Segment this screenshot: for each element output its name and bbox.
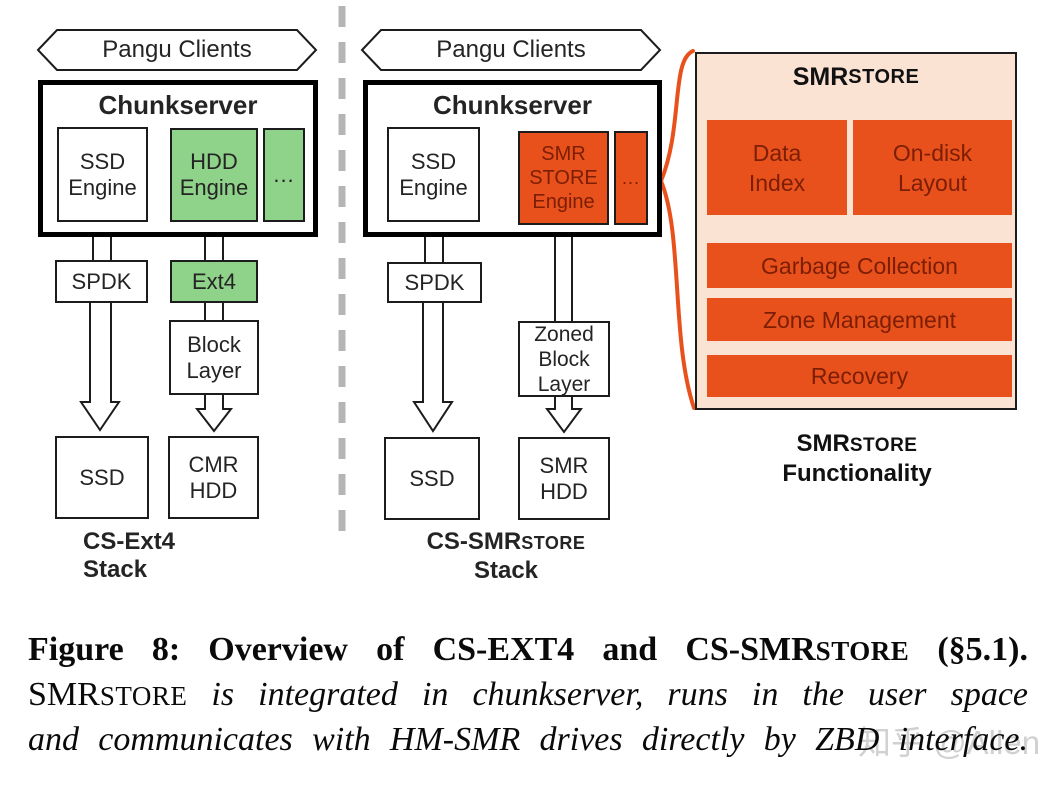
functionality-label-line2: Functionality <box>782 460 932 487</box>
cmr-hdd-label: HDD <box>189 477 238 503</box>
left-chunkserver-title: Chunkserver <box>98 90 258 120</box>
smr-store-engine-label: STORE <box>529 167 598 189</box>
hdd-engine-box: HDD Engine <box>170 128 258 222</box>
connector-overlay <box>36 6 696 540</box>
cs-ext4-stack-label-line2: Stack <box>83 556 148 583</box>
zoned-block-layer-label: Layer <box>537 372 591 396</box>
middle-ssd-engine-label: SSD <box>410 148 457 174</box>
on-disk-layout-label: On-disk <box>892 139 973 166</box>
smr-hdd-label: SMR <box>539 452 589 478</box>
caption-line1-end: (§5.1). <box>909 631 1028 668</box>
left-ssd-box: SSD <box>55 436 149 519</box>
caption-line1: Figure 8: Overview of CS-EXT4 and CS-SMR… <box>28 628 1028 673</box>
middle-ssd-box: SSD <box>384 437 480 520</box>
cs-ext4-stack-label: CS-Ext4 Stack <box>83 528 175 584</box>
caption-line2-smr: SMR <box>28 676 100 713</box>
panel-title-main: SMR <box>792 62 849 91</box>
middle-ssd-engine-label: Engine <box>399 174 468 200</box>
functionality-brace <box>658 49 696 410</box>
arrow-spdk-to-ssd-middle <box>412 300 454 433</box>
zoned-block-layer-label: Block <box>538 347 590 371</box>
ext4-box: Ext4 <box>170 260 258 303</box>
left-ssd-engine-label: Engine <box>68 174 137 200</box>
cmr-hdd-box: CMR HDD <box>168 436 259 519</box>
left-more-engines-box: ... <box>263 128 305 222</box>
block-layer-box: Block Layer <box>169 320 259 395</box>
caption-line1-text: Figure 8: Overview of CS-EXT4 and CS-SMR <box>28 631 816 668</box>
channel-connectors <box>92 234 573 323</box>
left-ssd-engine-box: SSD Engine <box>57 127 148 222</box>
smr-store-engine-label: Engine <box>532 191 595 213</box>
caption-line2: SMRSTORE is integrated in chunkserver, r… <box>28 673 1028 718</box>
block-layer-label: Block <box>187 331 241 357</box>
zoned-block-layer-box: Zoned Block Layer <box>518 321 610 397</box>
smr-store-engine-label: SMR <box>541 143 586 165</box>
caption-line2-smallcaps: STORE <box>99 681 188 711</box>
cs-smrstore-stack-label-line1: CS-SMRSTORE <box>400 528 612 557</box>
caption-line3: and communicates with HM-SMR drives dire… <box>28 721 1028 758</box>
cs-smrstore-main: CS-SMR <box>426 528 522 555</box>
cs-ext4-stack-label-line1: CS-Ext4 <box>83 528 176 555</box>
zhihu-watermark: 知乎 @Allen <box>858 724 1041 761</box>
garbage-collection-bar: Garbage Collection <box>707 243 1012 288</box>
hdd-engine-label: HDD <box>190 149 238 174</box>
smr-hdd-label: HDD <box>540 478 588 504</box>
left-ssd-engine-label: SSD <box>79 148 126 174</box>
middle-pangu-banner-label: Pangu Clients <box>436 36 586 63</box>
smrstore-functionality-panel <box>695 52 1017 410</box>
data-index-box: Data Index <box>707 120 847 215</box>
data-index-label: Data <box>752 139 802 166</box>
arrow-spdk-to-ssd-left <box>79 300 121 432</box>
left-pangu-banner-label: Pangu Clients <box>102 36 252 63</box>
cs-smrstore-stack-label: CS-SMRSTORE Stack <box>400 528 612 585</box>
smr-hdd-box: SMR HDD <box>518 437 610 520</box>
middle-spdk-box: SPDK <box>387 262 482 303</box>
zoned-block-layer-label: Zoned <box>534 322 594 346</box>
data-index-label: Index <box>748 169 806 196</box>
cs-smrstore-smallcaps: STORE <box>521 533 586 553</box>
on-disk-layout-box: On-disk Layout <box>853 120 1012 215</box>
recovery-bar: Recovery <box>707 355 1012 397</box>
left-pangu-banner-shape <box>36 29 318 71</box>
block-layer-label: Layer <box>186 357 242 383</box>
functionality-label-smallcaps: STORE <box>849 435 918 456</box>
hdd-engine-label: Engine <box>179 175 249 200</box>
functionality-label-line1: SMRSTORE <box>737 430 977 460</box>
middle-pangu-banner-shape <box>360 29 662 71</box>
middle-ssd-engine-box: SSD Engine <box>387 127 480 222</box>
cmr-hdd-label: CMR <box>188 451 239 477</box>
arrow-block-to-cmrhdd <box>194 392 234 433</box>
cs-smrstore-stack-label-line2: Stack <box>473 557 539 584</box>
panel-title-smallcaps: STORE <box>848 65 920 88</box>
left-spdk-box: SPDK <box>55 260 148 303</box>
caption-line1-smallcaps: STORE <box>815 636 910 666</box>
middle-more-engines-box: ... <box>614 131 648 225</box>
smrstore-functionality-label: SMRSTORE Functionality <box>737 430 977 488</box>
hollow-arrows <box>79 300 583 434</box>
caption-line2-text: is integrated in chunkserver, runs in th… <box>187 676 1028 713</box>
zone-management-bar: Zone Management <box>707 298 1012 341</box>
smr-store-engine-box: SMR STORE Engine <box>518 131 609 225</box>
middle-chunkserver-title: Chunkserver <box>433 90 592 120</box>
figure-caption: Figure 8: Overview of CS-EXT4 and CS-SMR… <box>28 628 1028 762</box>
arrow-zbl-to-smrhdd <box>545 394 583 434</box>
functionality-label-main: SMR <box>796 430 850 457</box>
on-disk-layout-label: Layout <box>897 169 968 196</box>
